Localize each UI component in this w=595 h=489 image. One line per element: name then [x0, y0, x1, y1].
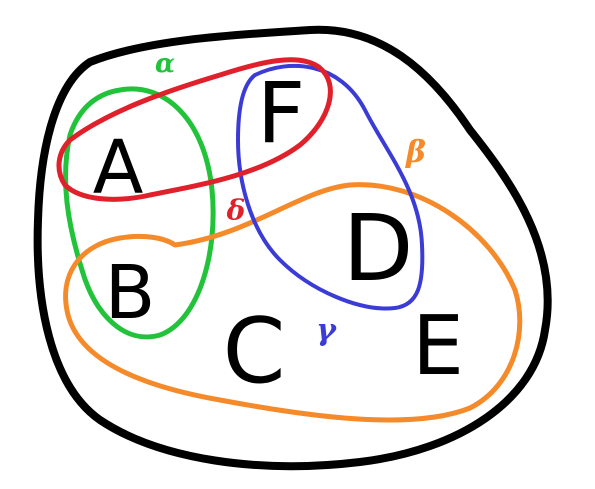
beta-set-label: β: [405, 135, 426, 170]
beta-set-boundary: [63, 182, 523, 423]
gamma-set-boundary: [236, 63, 425, 311]
element-label-f: F: [257, 64, 305, 162]
gamma-set-label: γ: [316, 313, 337, 348]
element-label-e: E: [412, 299, 464, 394]
element-label-b: B: [105, 250, 156, 336]
delta-set-boundary: [56, 57, 333, 202]
element-label-a: A: [93, 125, 144, 211]
delta-set-label: δ: [226, 194, 246, 227]
alpha-set-label: α: [155, 49, 175, 79]
element-label-c: C: [223, 299, 286, 404]
outer-set-boundary: [33, 25, 552, 471]
alpha-set-boundary: [63, 86, 216, 340]
element-label-d: D: [343, 195, 414, 302]
